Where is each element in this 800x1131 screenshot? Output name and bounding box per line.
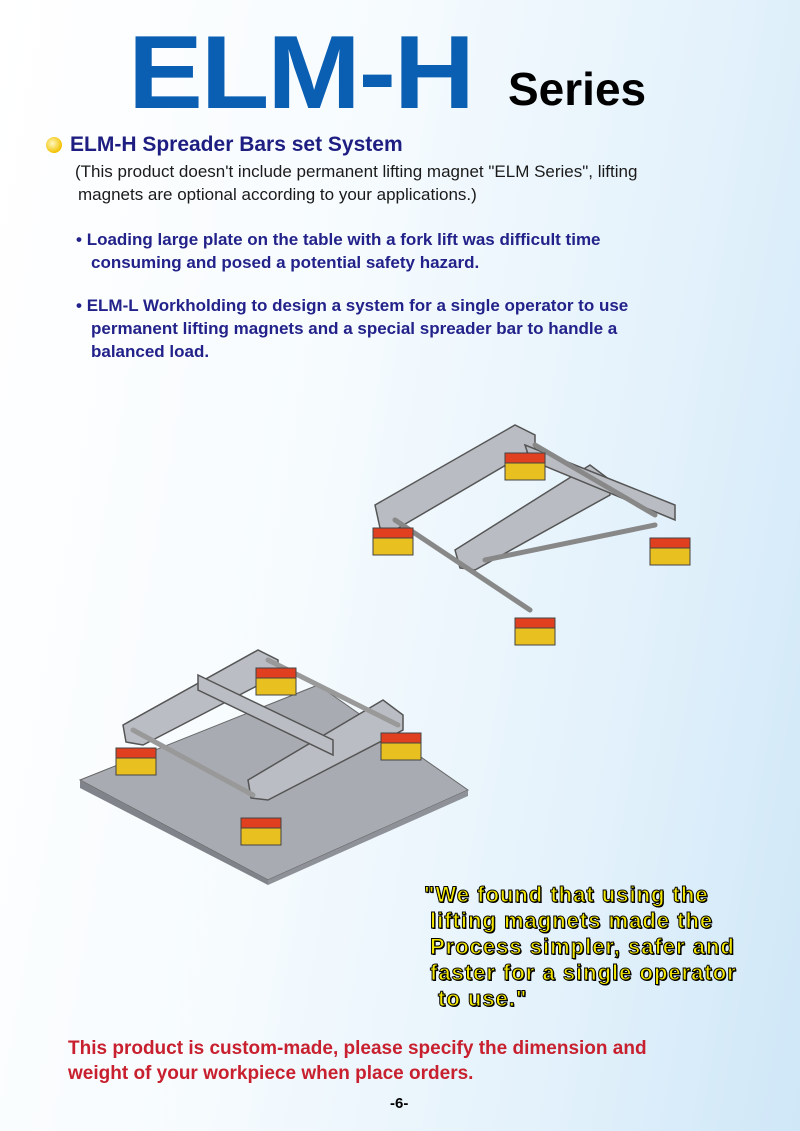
bullet-item: • Loading large plate on the table with …	[76, 228, 716, 274]
note-line: (This product doesn't include permanent …	[75, 162, 638, 181]
section-heading: ELM-H Spreader Bars set System	[70, 133, 403, 156]
product-title: ELM-H	[128, 15, 475, 131]
bullet-line: ELM-L Workholding to design a system for…	[86, 296, 629, 315]
bullet-line: permanent lifting magnets and a special …	[91, 319, 618, 338]
note-line: weight of your workpiece when place orde…	[68, 1063, 474, 1084]
product-note: (This product doesn't include permanent …	[75, 160, 735, 206]
quote-line: "We found that using the	[424, 882, 709, 908]
spreader-bar-on-plate-illustration	[78, 649, 470, 885]
testimonial-quote: "We found that using the lifting magnets…	[424, 882, 737, 1012]
bullet-item: • ELM-L Workholding to design a system f…	[76, 294, 716, 363]
quote-line: to use."	[438, 986, 528, 1012]
section-header: ELM-H Spreader Bars set System	[46, 133, 403, 157]
magnet-icons	[372, 452, 691, 646]
bullet-line: balanced load.	[91, 342, 210, 361]
series-label: Series	[508, 63, 647, 115]
bullet-line: Loading large plate on the table with a …	[86, 230, 601, 249]
quote-line: lifting magnets made the	[430, 908, 714, 934]
bullet-icon: •	[76, 296, 87, 315]
bullet-line: consuming and posed a potential safety h…	[91, 253, 480, 272]
quote-line: Process simpler, safer and	[430, 934, 735, 960]
quote-line: faster for a single operator	[430, 960, 737, 986]
note-line: magnets are optional according to your a…	[78, 185, 477, 204]
custom-order-note: This product is custom-made, please spec…	[68, 1036, 647, 1086]
bullet-icon: •	[76, 230, 87, 249]
yellow-circle-icon	[46, 137, 62, 153]
note-line: This product is custom-made, please spec…	[68, 1038, 647, 1059]
page-number: -6-	[390, 1095, 409, 1112]
spreader-bar-illustration	[372, 424, 691, 646]
